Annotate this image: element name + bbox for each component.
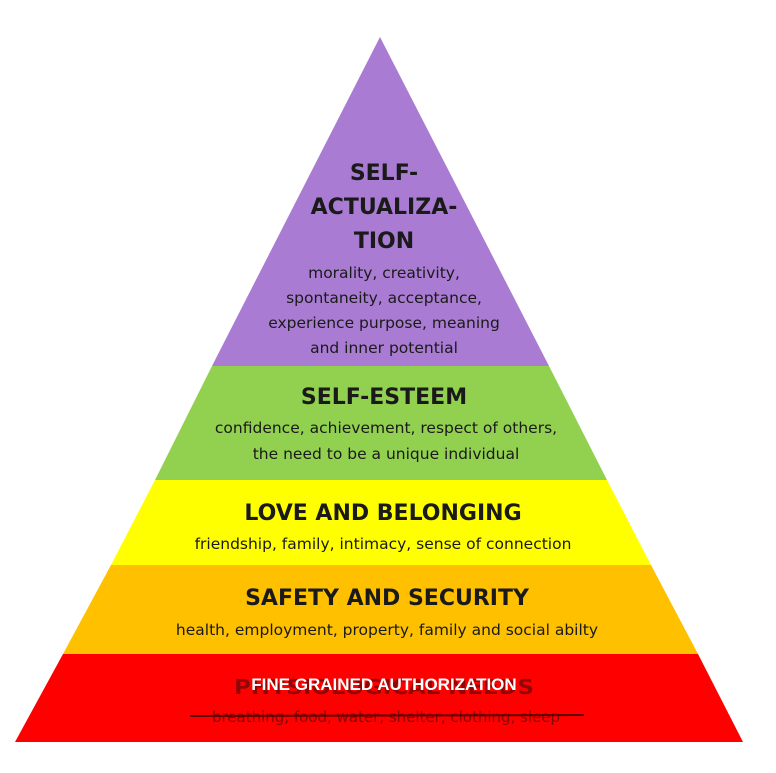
physiological-struck-title: PHYSIOLOGICAL NEEDS xyxy=(234,675,534,699)
self-actualization-desc-line-1: morality, creativity, xyxy=(308,264,460,282)
level-physiological xyxy=(15,654,743,742)
self-actualization-desc-line-4: and inner potential xyxy=(310,339,458,357)
love-belonging-title: LOVE AND BELONGING xyxy=(244,501,521,526)
level-safety-security xyxy=(63,565,698,654)
self-esteem-desc-line-1: confidence, achievement, respect of othe… xyxy=(215,419,557,437)
strikethrough-line xyxy=(189,714,585,717)
level-self-esteem xyxy=(155,366,607,480)
safety-security-title: SAFETY AND SECURITY xyxy=(245,586,530,611)
level-love-belonging xyxy=(111,480,651,565)
level-self-actualization xyxy=(212,37,549,366)
fine-grained-authorization-title: FINE GRAINED AUTHORIZATION xyxy=(251,675,516,694)
self-actualization-title-line-2: ACTUALIZA- xyxy=(311,195,458,220)
self-actualization-title-line-3: TION xyxy=(354,229,414,254)
self-actualization-desc-line-3: experience purpose, meaning xyxy=(268,314,500,332)
self-esteem-title: SELF-ESTEEM xyxy=(301,385,467,410)
love-belonging-desc: friendship, family, intimacy, sense of c… xyxy=(195,535,572,553)
safety-security-desc: health, employment, property, family and… xyxy=(176,621,598,639)
self-actualization-desc-line-2: spontaneity, acceptance, xyxy=(286,289,482,307)
self-actualization-title-line-1: SELF- xyxy=(350,161,418,186)
physiological-struck-desc: breathing, food, water, shelter, clothin… xyxy=(212,708,560,726)
self-esteem-desc-line-2: the need to be a unique individual xyxy=(253,445,520,463)
